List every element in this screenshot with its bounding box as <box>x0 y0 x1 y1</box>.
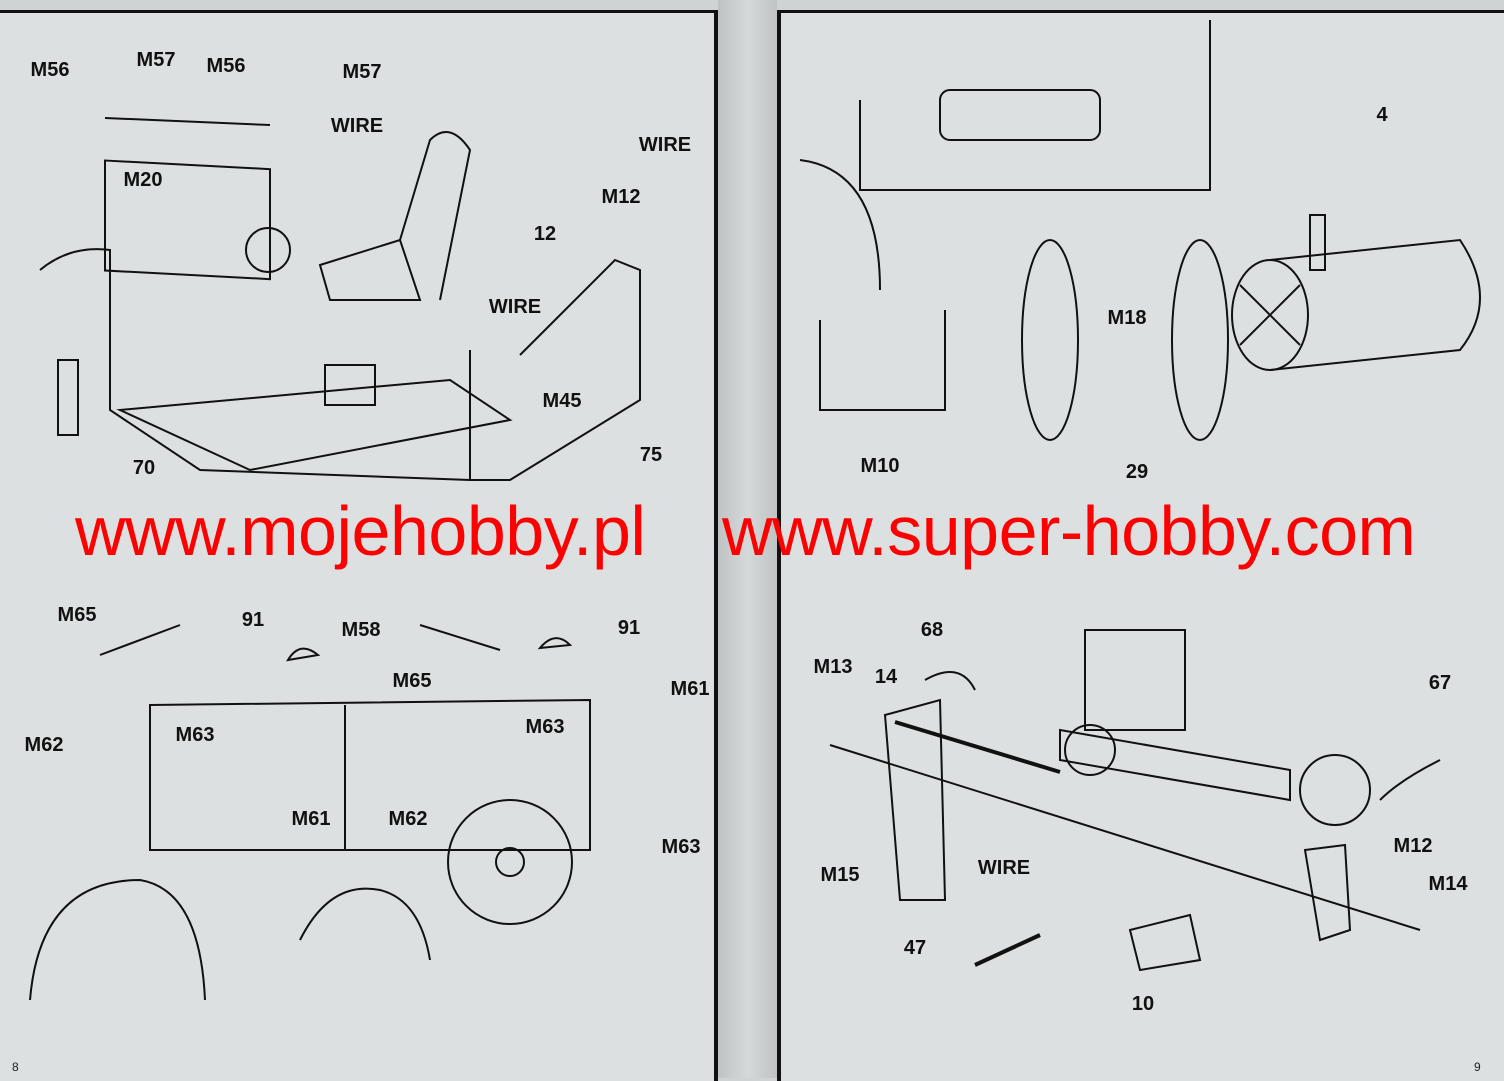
page-number-left: 8 <box>12 1060 19 1074</box>
part-label: M63 <box>525 716 565 738</box>
part-label: M18 <box>1107 307 1147 329</box>
part-label: 91 <box>241 609 265 631</box>
radiator-pedals-drawing <box>829 629 1441 972</box>
page-spine <box>718 0 777 1078</box>
muffler-stirrups-drawing <box>799 20 1481 441</box>
part-label: M12 <box>601 186 641 208</box>
part-label: M57 <box>136 49 176 71</box>
part-label: M15 <box>820 864 860 886</box>
part-label: WIRE <box>638 134 692 156</box>
part-label: WIRE <box>977 857 1031 879</box>
part-label: M56 <box>30 59 70 81</box>
part-label: M13 <box>813 656 853 678</box>
part-label: M56 <box>206 55 246 77</box>
part-label: M61 <box>291 808 331 830</box>
part-label: M14 <box>1428 873 1468 895</box>
part-label: WIRE <box>330 115 384 137</box>
part-label: M12 <box>1393 835 1433 857</box>
part-label: 4 <box>1376 104 1388 126</box>
body-frame-drawing <box>29 624 591 1001</box>
part-label: M61 <box>670 678 710 700</box>
part-label: 29 <box>1125 461 1149 483</box>
watermark-super-hobby: www.super-hobby.com <box>722 492 1416 570</box>
part-label: M62 <box>24 734 64 756</box>
part-label: 75 <box>639 444 663 466</box>
left-page <box>0 10 718 1081</box>
part-label: M63 <box>661 836 701 858</box>
windshield-frame-drawing <box>39 117 641 481</box>
part-label: M58 <box>341 619 381 641</box>
right-page <box>777 10 1504 1081</box>
part-label: M65 <box>392 670 432 692</box>
part-label: M57 <box>342 61 382 83</box>
page-number-right: 9 <box>1474 1060 1481 1074</box>
watermark-mojehobby: www.mojehobby.pl <box>75 492 646 570</box>
part-label: 14 <box>874 666 898 688</box>
part-label: M65 <box>57 604 97 626</box>
part-label: 47 <box>903 937 927 959</box>
part-label: 10 <box>1131 993 1155 1015</box>
part-label: 67 <box>1428 672 1452 694</box>
part-label: M45 <box>542 390 582 412</box>
part-label: M10 <box>860 455 900 477</box>
part-label: 91 <box>617 617 641 639</box>
part-label: 70 <box>132 457 156 479</box>
part-label: M62 <box>388 808 428 830</box>
part-label: M63 <box>175 724 215 746</box>
part-label: WIRE <box>488 296 542 318</box>
part-label: M20 <box>123 169 163 191</box>
part-label: 68 <box>920 619 944 641</box>
part-label: 12 <box>533 223 557 245</box>
